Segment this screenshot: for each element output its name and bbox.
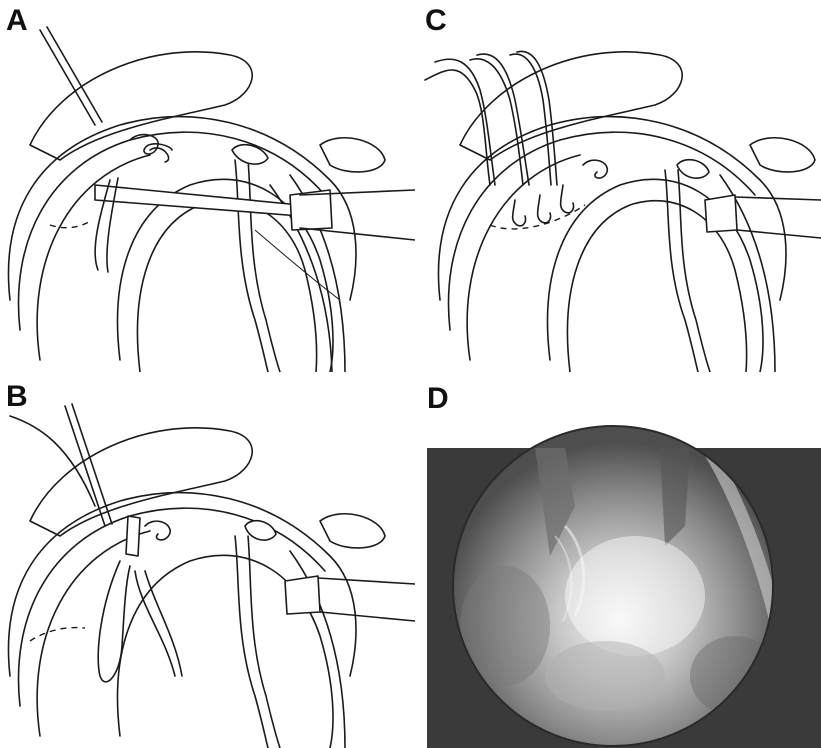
panel-d: D xyxy=(415,376,821,748)
arthroscopic-photo xyxy=(415,376,821,748)
panel-c: C xyxy=(415,0,821,372)
panel-b: B xyxy=(0,376,415,748)
shoulder-illustration-c xyxy=(415,0,821,372)
shoulder-illustration-a xyxy=(0,0,415,372)
panel-a: A xyxy=(0,0,415,372)
shoulder-illustration-b xyxy=(0,376,415,748)
